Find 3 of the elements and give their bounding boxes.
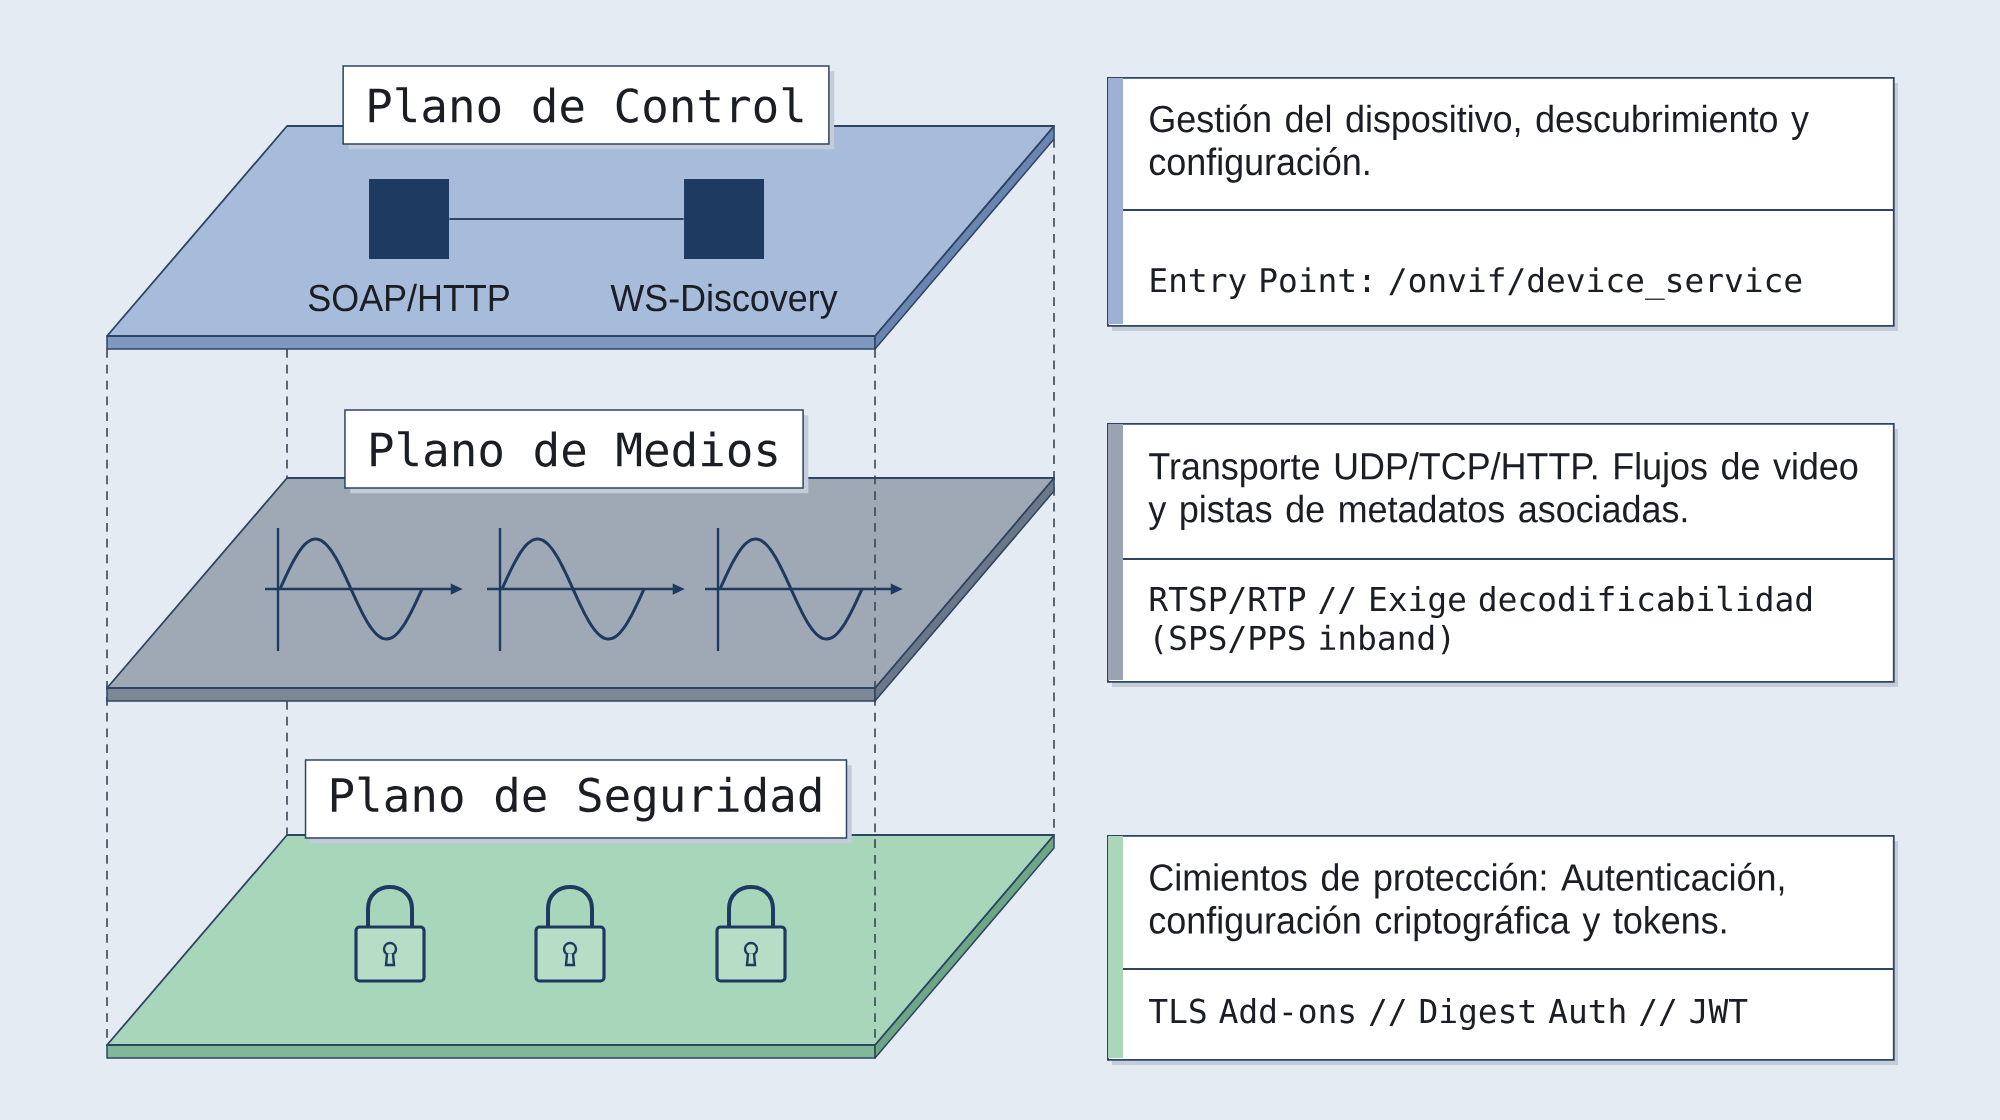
plane-title: Plano de Medios: [344, 409, 809, 494]
plane-title: Plano de Seguridad: [304, 759, 852, 844]
plane-title: Plano de Control: [342, 65, 835, 150]
